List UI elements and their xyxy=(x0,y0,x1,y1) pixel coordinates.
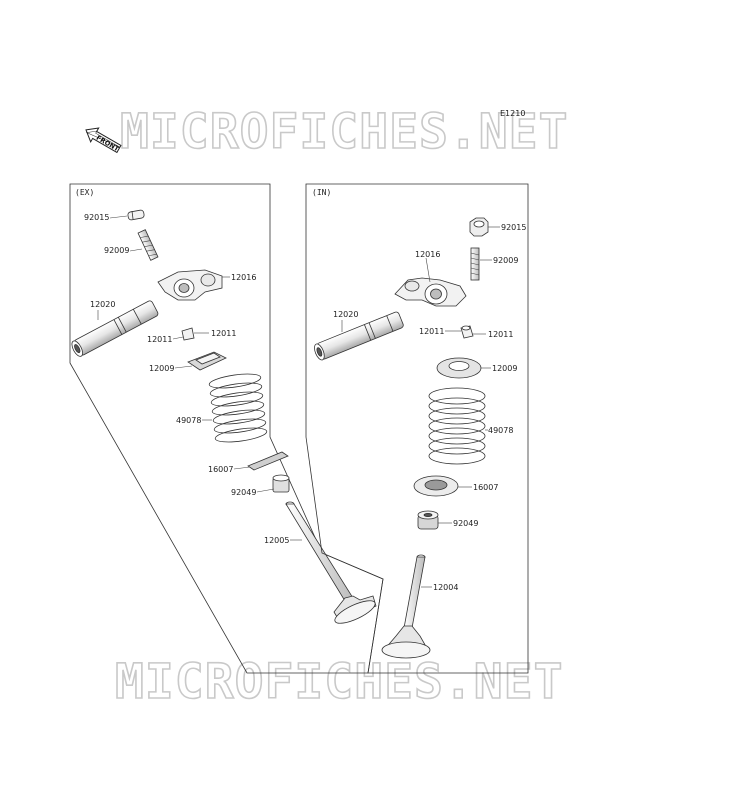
ex-label-92015: 92015 xyxy=(84,213,109,222)
ex-label-12020: 12020 xyxy=(90,300,115,309)
ex-part-16007 xyxy=(247,451,289,471)
in-panel: (IN) xyxy=(305,183,529,674)
in-label-16007: 16007 xyxy=(473,483,498,492)
ex-label-12011-right: 12011 xyxy=(211,329,236,338)
ex-label-12005: 12005 xyxy=(264,536,289,545)
ex-part-12005 xyxy=(285,501,377,624)
in-part-92049 xyxy=(417,510,439,530)
in-label-12016: 12016 xyxy=(415,250,440,259)
in-heading: (IN) xyxy=(312,188,331,197)
ex-part-12016 xyxy=(157,269,223,301)
ex-label-92049: 92049 xyxy=(231,488,256,497)
ex-label-16007: 16007 xyxy=(208,465,233,474)
ex-label-12011-left: 12011 xyxy=(147,335,172,344)
ex-panel-frame xyxy=(69,183,384,674)
in-part-49078 xyxy=(428,387,486,465)
in-panel-frame xyxy=(305,183,529,674)
ex-part-12011 xyxy=(181,327,195,341)
ex-part-12009 xyxy=(187,351,227,371)
in-part-12020 xyxy=(314,311,404,361)
watermark-bottom: MICROFICHES.NET xyxy=(115,654,563,710)
in-label-12020: 12020 xyxy=(333,310,358,319)
in-label-12011-right: 12011 xyxy=(488,330,513,339)
ex-part-92015 xyxy=(127,209,145,221)
in-label-12009: 12009 xyxy=(492,364,517,373)
ex-part-12020 xyxy=(71,300,159,357)
ex-part-92049 xyxy=(272,474,290,493)
watermark-top: MICROFICHES.NET xyxy=(120,104,568,160)
ex-label-12009: 12009 xyxy=(149,364,174,373)
ex-panel: (EX) xyxy=(69,183,384,674)
in-part-92009 xyxy=(470,247,480,281)
in-label-92049: 92049 xyxy=(453,519,478,528)
diagram-code: E1210 xyxy=(500,109,525,118)
in-label-12011-left: 12011 xyxy=(419,327,444,336)
front-arrow-icon: FRONT xyxy=(85,127,122,154)
in-part-12009 xyxy=(436,357,482,379)
ex-heading: (EX) xyxy=(75,188,94,197)
ex-label-92009: 92009 xyxy=(104,246,129,255)
in-part-12004 xyxy=(381,554,431,659)
in-label-49078: 49078 xyxy=(488,426,513,435)
ex-label-49078: 49078 xyxy=(176,416,201,425)
front-label: FRONT xyxy=(95,134,121,154)
ex-part-92009 xyxy=(137,229,159,261)
in-part-92015 xyxy=(469,217,489,237)
in-part-12011 xyxy=(460,325,474,339)
in-part-16007 xyxy=(413,475,459,497)
in-label-92015: 92015 xyxy=(501,223,526,232)
ex-label-12016: 12016 xyxy=(231,273,256,282)
in-label-92009: 92009 xyxy=(493,256,518,265)
in-label-12004: 12004 xyxy=(433,583,458,592)
in-part-12016 xyxy=(394,277,467,307)
ex-part-49078 xyxy=(208,373,268,443)
